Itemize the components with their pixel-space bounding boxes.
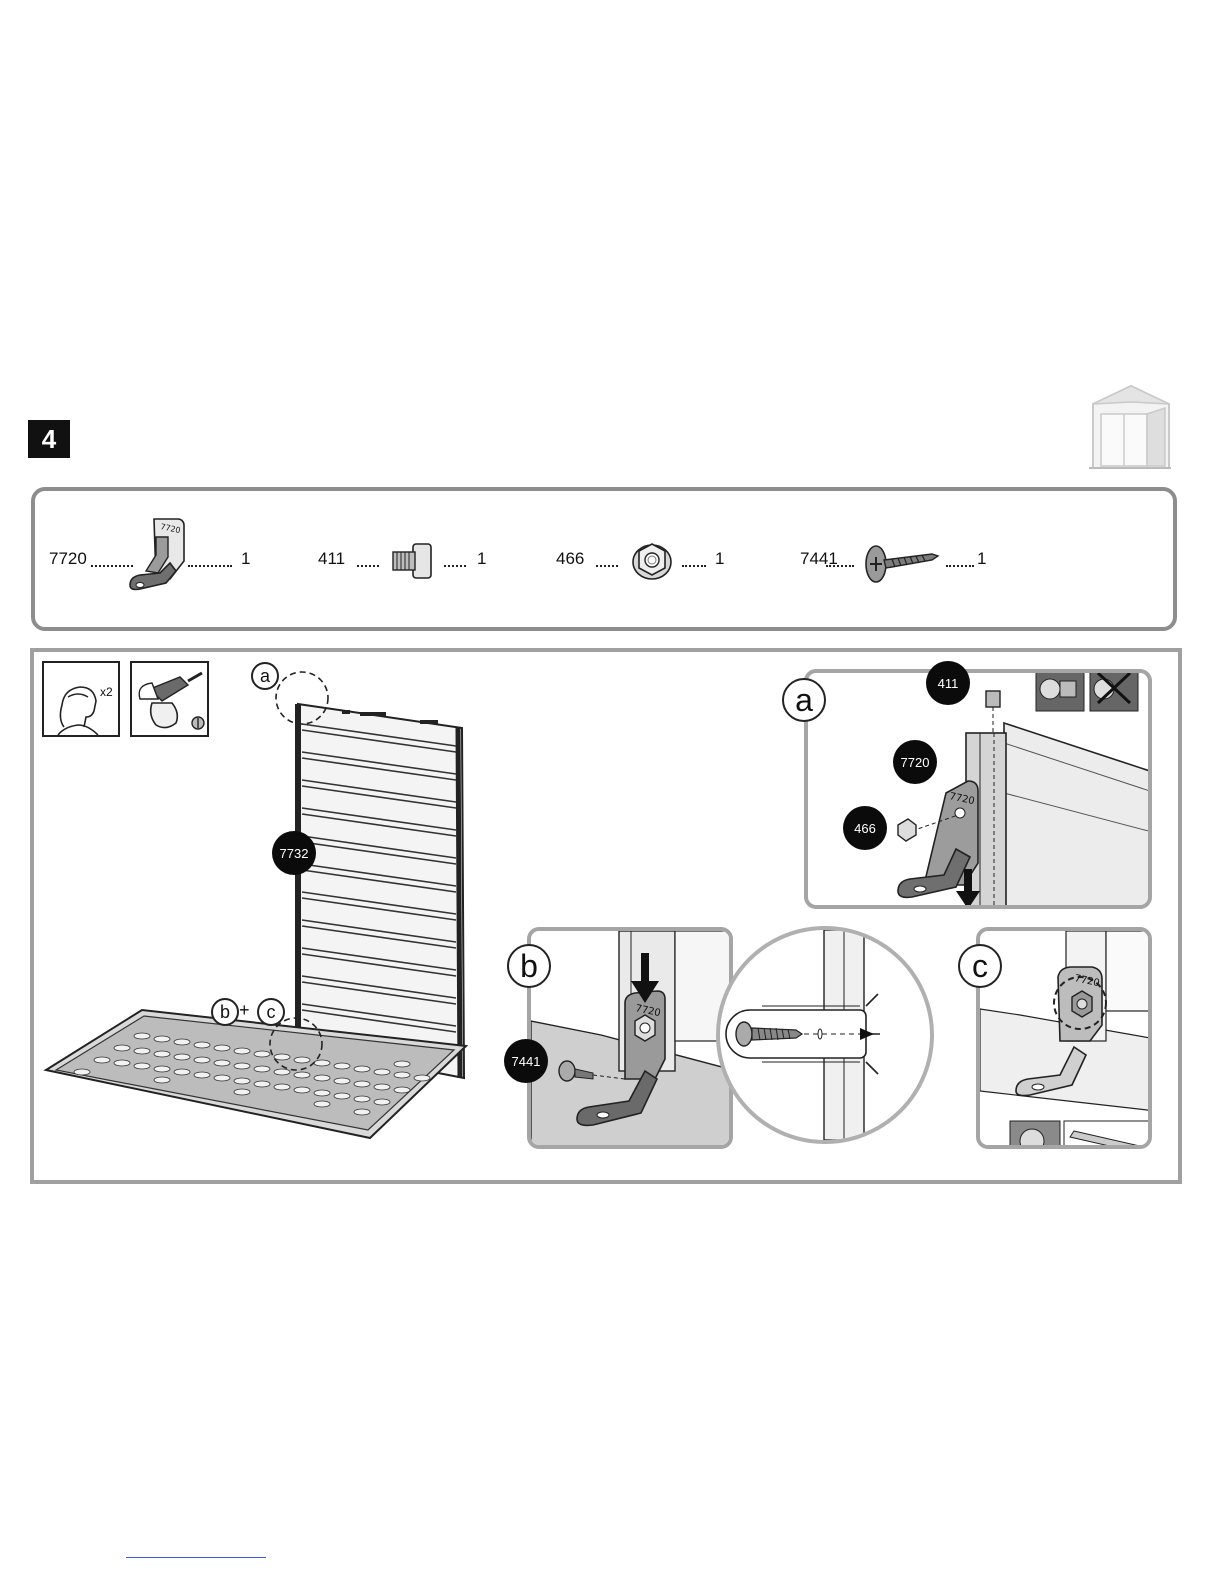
- plus-sign: +: [239, 1000, 250, 1021]
- part-code-7720: 7720: [49, 549, 87, 569]
- detail-a-box: 7720: [804, 669, 1152, 909]
- shed-thumbnail-icon: [1085, 382, 1175, 472]
- parts-list-box: [31, 487, 1177, 631]
- part-callout-7732: 7732: [272, 831, 316, 875]
- part-qty-466: 1: [715, 549, 724, 569]
- detail-a-marker: a: [251, 662, 279, 690]
- part-qty-7441: 1: [977, 549, 986, 569]
- l-bracket-icon: 7720: [126, 515, 190, 595]
- leader-dots: [188, 565, 232, 567]
- part-qty-7720: 1: [241, 549, 250, 569]
- leader-dots: [444, 565, 466, 567]
- detail-a-label: a: [782, 678, 826, 722]
- step-number-badge: 4: [28, 420, 70, 458]
- zoom-detail-circle: [716, 926, 934, 1144]
- part-code-466: 466: [556, 549, 584, 569]
- leader-dots: [357, 565, 379, 567]
- footer-link-underline: [126, 1557, 266, 1558]
- part-code-411: 411: [318, 549, 345, 569]
- leader-dots: [682, 565, 706, 567]
- detail-c-marker: c: [257, 998, 285, 1026]
- detail-b-box: 7720: [527, 927, 733, 1149]
- part-callout-411: 411: [926, 661, 970, 705]
- part-callout-7720: 7720: [893, 740, 937, 784]
- detail-b-label: b: [507, 944, 551, 988]
- leader-dots: [596, 565, 618, 567]
- detail-b-marker: b: [211, 998, 239, 1026]
- screw-icon: [862, 540, 942, 586]
- part-callout-466: 466: [843, 806, 887, 850]
- wall-panel-and-floor-illustration: [42, 660, 482, 1150]
- part-callout-7441: 7441: [504, 1039, 548, 1083]
- detail-c-label: c: [958, 944, 1002, 988]
- detail-c-box: 7720: [976, 927, 1152, 1149]
- flange-nut-icon: [630, 538, 674, 582]
- leader-dots: [946, 565, 974, 567]
- leader-dots: [826, 565, 854, 567]
- part-qty-411: 1: [477, 549, 486, 569]
- square-bolt-icon: [387, 540, 437, 582]
